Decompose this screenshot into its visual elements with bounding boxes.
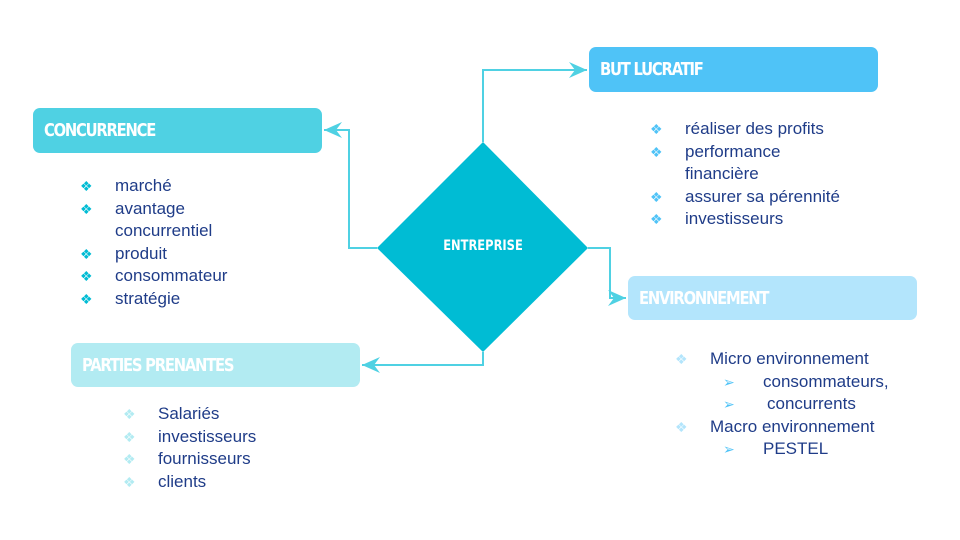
diamond-bullet-icon: ❖ — [123, 473, 136, 490]
parties-prenantes-list: ❖ Salariés ❖ investisseurs ❖ fournisseurs ❖… — [123, 403, 323, 493]
sub-item: ➢ PESTEL — [675, 438, 935, 461]
list-item: ❖ performance financière — [650, 141, 815, 186]
sub-item: ➢ consommateurs, — [675, 371, 935, 394]
item-text: Micro environnement — [710, 349, 869, 368]
diamond-bullet-icon: ❖ — [80, 290, 93, 307]
item-text: produit — [115, 243, 167, 263]
item-text: consommateurs, — [763, 371, 889, 391]
diamond-bullet-icon: ❖ — [675, 418, 688, 435]
concurrence-list: ❖ marché ❖ avantage concurrentiel ❖ produit… — [80, 175, 260, 310]
concurrence-title: CONCURRENCE — [44, 120, 156, 141]
list-item: ❖ consommateur — [80, 265, 260, 288]
list-item: ❖ avantage concurrentiel — [80, 198, 260, 243]
item-text: investisseurs — [685, 209, 784, 228]
sub-item: ➢ concurrents — [675, 393, 935, 416]
item-text: Macro environnement — [710, 416, 875, 436]
connector-but-lucratif — [482, 62, 587, 142]
list-item: ❖ produit — [80, 243, 260, 266]
parties-prenantes-header: PARTIES PRENANTES — [71, 343, 360, 387]
environnement-title: ENVIRONNEMENT — [639, 287, 769, 309]
item-text: réaliser des profits — [685, 119, 824, 138]
diamond-bullet-icon: ❖ — [80, 245, 93, 262]
diamond-bullet-icon: ❖ — [650, 211, 663, 227]
item-text: investisseurs — [158, 426, 257, 446]
environnement-list: ❖ Micro environnement ➢ consommateurs, ➢ co… — [675, 348, 935, 461]
but-lucratif-title: BUT LUCRATIF — [600, 59, 704, 80]
diamond-bullet-icon: ❖ — [123, 451, 136, 467]
entreprise-label: ENTREPRISE — [443, 238, 523, 254]
item-text: Salariés — [158, 404, 220, 423]
arrow-bullet-icon: ➢ — [723, 441, 735, 457]
parties-prenantes-title: PARTIES PRENANTES — [82, 354, 235, 376]
but-lucratif-header: BUT LUCRATIF — [589, 47, 878, 92]
connector-environnement — [588, 247, 626, 306]
list-item: ❖ stratégie — [80, 288, 260, 311]
item-text: fournisseurs — [158, 449, 251, 468]
diamond-bullet-icon: ❖ — [80, 200, 93, 217]
connector-parties-prenantes — [362, 352, 484, 373]
list-item: ❖ investisseurs — [123, 426, 323, 449]
item-text: assurer sa pérennité — [685, 186, 840, 206]
item-text: performance financière — [685, 141, 781, 184]
list-item: ❖ réaliser des profits — [650, 118, 880, 141]
diamond-bullet-icon: ❖ — [123, 406, 136, 422]
list-item: ❖ Salariés — [123, 403, 323, 426]
list-item: ❖ investisseurs — [650, 208, 880, 231]
environnement-header: ENVIRONNEMENT — [628, 276, 917, 320]
item-text: avantage concurrentiel — [115, 198, 213, 241]
arrow-bullet-icon: ➢ — [723, 373, 735, 390]
list-item: ❖ Micro environnement — [675, 348, 935, 371]
diamond-bullet-icon: ❖ — [650, 188, 663, 205]
diamond-bullet-icon: ❖ — [650, 121, 663, 137]
diamond-bullet-icon: ❖ — [123, 428, 136, 445]
list-item: ❖ clients — [123, 471, 323, 494]
arrow-bullet-icon: ➢ — [723, 396, 735, 412]
connector-concurrence — [324, 122, 377, 249]
concurrence-header: CONCURRENCE — [33, 108, 322, 153]
diamond-bullet-icon: ❖ — [650, 143, 663, 160]
list-item: ❖ Macro environnement — [675, 416, 935, 439]
list-item: ❖ fournisseurs — [123, 448, 323, 471]
item-text: PESTEL — [763, 439, 829, 458]
entreprise-diamond — [377, 142, 588, 352]
item-text: concurrents — [767, 394, 856, 413]
diamond-bullet-icon: ❖ — [675, 351, 688, 367]
item-text: consommateur — [115, 266, 228, 285]
item-text: marché — [115, 176, 172, 195]
diamond-bullet-icon: ❖ — [80, 178, 93, 194]
list-item: ❖ assurer sa pérennité — [650, 186, 880, 209]
diamond-bullet-icon: ❖ — [80, 268, 93, 284]
list-item: ❖ marché — [80, 175, 260, 198]
but-lucratif-list: ❖ réaliser des profits ❖ performance finan… — [650, 118, 880, 231]
item-text: stratégie — [115, 288, 181, 308]
item-text: clients — [158, 471, 207, 491]
